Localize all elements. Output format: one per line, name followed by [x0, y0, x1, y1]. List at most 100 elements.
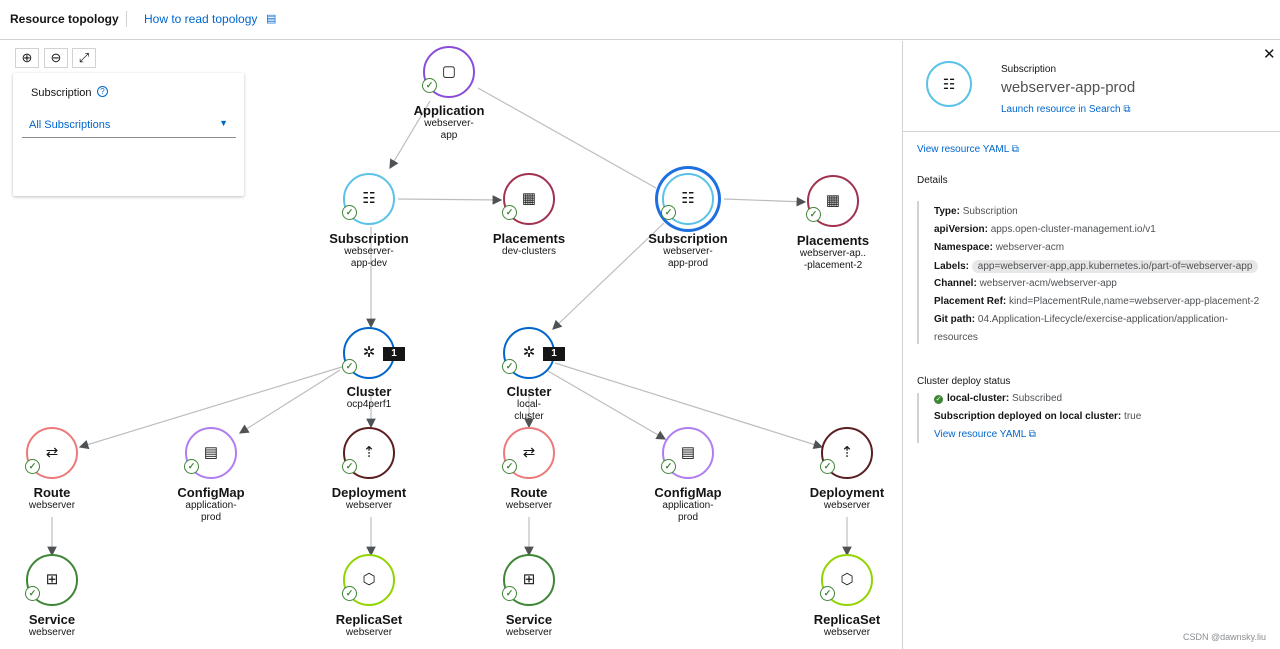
check-circle-icon: ✓: [502, 459, 517, 474]
topology-node-subscription[interactable]: ☷✓: [342, 173, 395, 225]
topology-node-configmap[interactable]: ▤✓: [184, 427, 237, 479]
details-header: Details: [917, 175, 948, 186]
node-name-label: webserver: [823, 500, 871, 511]
check-circle-icon: ✓: [342, 459, 357, 474]
external-link-icon: ⧉: [1028, 429, 1036, 440]
service-icon: ⊞: [45, 571, 59, 588]
replicaset-icon: ⬡: [362, 571, 376, 588]
topology-node-replicaset[interactable]: ⬡✓: [820, 554, 873, 606]
fit-to-screen-button[interactable]: ⤢: [72, 48, 96, 68]
node-name-label: application-prod: [662, 500, 714, 523]
node-kind-label: Subscription: [329, 231, 409, 246]
node-kind-label: Cluster: [346, 384, 392, 399]
node-kind-label: Application: [413, 103, 485, 118]
watermark: CSDN @dawnsky.liu: [1183, 632, 1266, 642]
detail-row: Git path: 04.Application-Lifecycle/exerc…: [934, 314, 1229, 325]
zoom-in-button[interactable]: ⊕: [15, 48, 39, 68]
view-resource-yaml-link[interactable]: View resource YAML ⧉: [917, 144, 1019, 155]
check-circle-icon: ✓: [502, 205, 517, 220]
edge: [389, 100, 431, 170]
route-icon: ⇄: [45, 444, 59, 461]
topology-node-replicaset[interactable]: ⬡✓: [342, 554, 395, 606]
node-kind-label: Subscription: [648, 231, 728, 246]
subscription-icon: ☷: [681, 190, 695, 207]
edge: [397, 195, 503, 205]
deployment-icon: ⇡: [840, 444, 854, 461]
node-kind-label: ReplicaSet: [335, 612, 403, 627]
details-panel: ✕ ☷ Subscription webserver-app-prod Laun…: [902, 41, 1280, 649]
node-name-label: webserver: [345, 500, 393, 511]
deploy-bar: [917, 393, 919, 443]
node-name-label: webserver: [823, 627, 871, 638]
node-name-label: webserver-app-dev: [344, 246, 394, 269]
top-bar: Resource topology How to read topology ▤: [0, 0, 1280, 40]
edge: [78, 365, 346, 450]
topology-node-placements[interactable]: ▦✓: [806, 175, 859, 227]
topology-node-route[interactable]: ⇄✓: [502, 427, 555, 479]
help-icon[interactable]: ?: [97, 86, 108, 97]
node-name-label: webserver: [505, 627, 553, 638]
check-circle-icon: ✓: [184, 459, 199, 474]
topology-node-application[interactable]: ▢✓: [422, 46, 475, 98]
check-circle-icon: ✓: [25, 586, 40, 601]
detail-row: Type: Subscription: [934, 206, 1018, 217]
edge: [723, 196, 807, 207]
detail-row: Namespace: webserver-acm: [934, 242, 1065, 253]
resource-name: webserver-app-prod: [1001, 79, 1136, 96]
node-kind-label: ConfigMap: [177, 485, 245, 500]
detail-row: apiVersion: apps.open-cluster-management…: [934, 224, 1156, 235]
check-circle-icon: ✓: [342, 586, 357, 601]
node-kind-label: Deployment: [809, 485, 885, 500]
external-link-icon: ⧉: [1011, 144, 1019, 155]
launch-in-search-link[interactable]: Launch resource in Search ⧉: [1001, 104, 1131, 115]
topology-node-subscription[interactable]: ☷✓: [661, 173, 714, 225]
topology-node-service[interactable]: ⊞✓: [502, 554, 555, 606]
caret-down-icon: ▼: [219, 118, 228, 128]
topology-node-configmap[interactable]: ▤✓: [661, 427, 714, 479]
node-name-label: webserver-ap..-placement-2: [799, 248, 867, 271]
check-circle-icon: ✓: [502, 359, 517, 374]
detail-row: Placement Ref: kind=PlacementRule,name=w…: [934, 296, 1260, 307]
subscription-icon: ☷: [926, 61, 972, 107]
edge: [238, 369, 341, 434]
deployed-row: Subscription deployed on local cluster: …: [934, 411, 1142, 422]
topology-node-service[interactable]: ⊞✓: [25, 554, 78, 606]
node-name-label: webserver: [345, 627, 393, 638]
topology-node-cluster[interactable]: ✲✓1: [342, 327, 405, 379]
node-name-label: webserver: [505, 500, 553, 511]
check-circle-icon: ✓: [934, 395, 943, 404]
check-circle-icon: ✓: [502, 586, 517, 601]
subscription-filter-label: Subscription: [31, 87, 92, 99]
deployment-icon: ⇡: [362, 444, 376, 461]
details-bar: [917, 201, 919, 344]
check-circle-icon: ✓: [661, 459, 676, 474]
topology-node-cluster[interactable]: ✲ ✓ 1: [502, 327, 565, 379]
zoom-in-icon: ⊕: [21, 50, 33, 65]
check-circle-icon: ✓: [342, 359, 357, 374]
node-kind-label: ReplicaSet: [813, 612, 881, 627]
node-name-label: ocp4perf1: [346, 399, 392, 410]
topology-node-deployment[interactable]: ⇡✓: [820, 427, 873, 479]
cluster-count-badge: 1: [543, 347, 565, 361]
zoom-out-button[interactable]: ⊖: [44, 48, 68, 68]
node-kind-label: Cluster: [506, 384, 552, 399]
book-icon[interactable]: ▤: [266, 13, 277, 25]
view-cluster-yaml-link[interactable]: View resource YAML ⧉: [934, 429, 1036, 440]
topology-node-route[interactable]: ⇄✓: [25, 427, 78, 479]
check-circle-icon: ✓: [820, 459, 835, 474]
subscription-filter-card: Subscription ? All Subscriptions ▼: [13, 73, 244, 196]
cluster-icon: ✲: [522, 344, 536, 361]
cluster-count-badge: 1: [383, 347, 405, 361]
subscription-select[interactable]: All Subscriptions ▼: [22, 110, 236, 138]
zoom-out-icon: ⊖: [50, 50, 62, 65]
divider: [903, 131, 1280, 132]
topology-node-placements[interactable]: ▦✓: [502, 173, 555, 225]
close-icon[interactable]: ✕: [1263, 46, 1276, 63]
configmap-icon: ▤: [203, 444, 219, 461]
check-circle-icon: ✓: [661, 205, 676, 220]
placements-icon: ▦: [825, 192, 841, 209]
service-icon: ⊞: [522, 571, 536, 588]
how-to-read-topology-link[interactable]: How to read topology: [144, 12, 258, 26]
topology-node-deployment[interactable]: ⇡✓: [342, 427, 395, 479]
external-link-icon: ⧉: [1123, 104, 1131, 115]
